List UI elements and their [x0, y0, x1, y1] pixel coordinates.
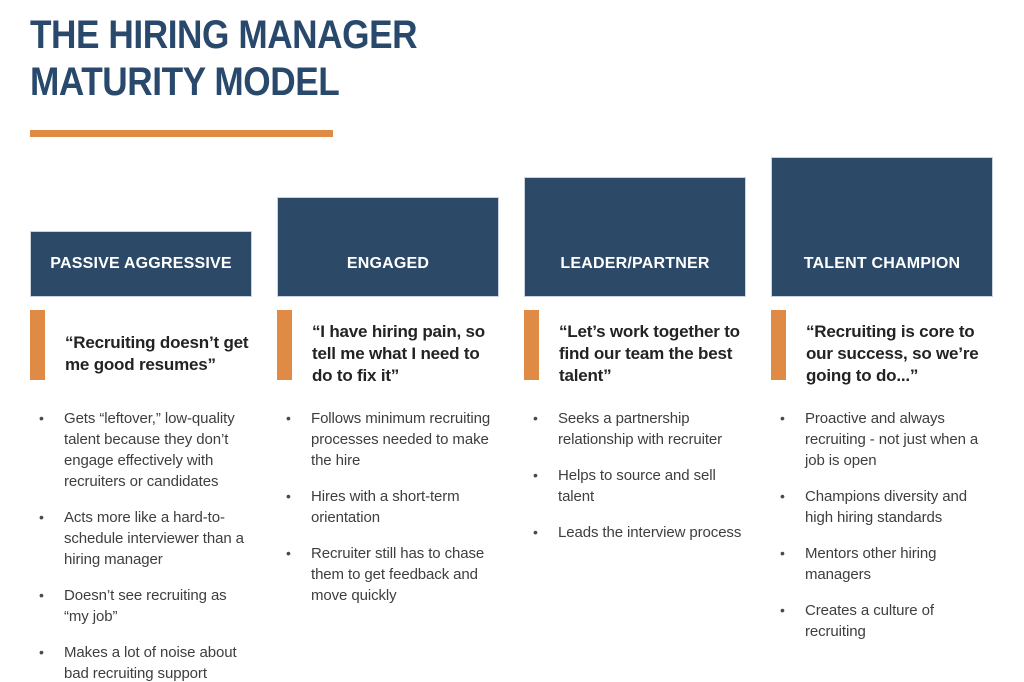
- stage-header-wrap: TALENT CHAMPION: [771, 157, 993, 297]
- stage-header-box: PASSIVE AGGRESSIVE: [30, 231, 252, 297]
- bullet-item: Acts more like a hard-to-schedule interv…: [30, 507, 252, 570]
- stage-quote-row: “Recruiting doesn’t get me good resumes”: [30, 310, 252, 398]
- bullet-item: Champions diversity and high hiring stan…: [771, 486, 993, 528]
- stage-bullet-list: Proactive and always recruiting - not ju…: [771, 408, 993, 642]
- maturity-column-passive-aggressive: PASSIVE AGGRESSIVE “Recruiting doesn’t g…: [30, 157, 252, 682]
- bullet-item: Follows minimum recruiting processes nee…: [277, 408, 499, 471]
- bullet-item: Hires with a short-term orientation: [277, 486, 499, 528]
- stage-header-wrap: ENGAGED: [277, 157, 499, 297]
- stage-quote-text: “Let’s work together to find our team th…: [559, 322, 740, 385]
- stage-header-box: ENGAGED: [277, 197, 499, 297]
- stage-bullet-list: Seeks a partnership relationship with re…: [524, 408, 746, 543]
- stage-header-wrap: LEADER/PARTNER: [524, 157, 746, 297]
- bullet-item: Helps to source and sell talent: [524, 465, 746, 507]
- stage-quote-text: “Recruiting doesn’t get me good resumes”: [65, 333, 249, 374]
- bullet-item: Gets “leftover,” low-quality talent beca…: [30, 408, 252, 492]
- stage-quote-row: “I have hiring pain, so tell me what I n…: [277, 310, 499, 398]
- stage-bullet-list: Gets “leftover,” low-quality talent beca…: [30, 408, 252, 682]
- stage-header-label: LEADER/PARTNER: [560, 255, 710, 272]
- stage-header-label: ENGAGED: [346, 255, 430, 272]
- maturity-column-engaged: ENGAGED “I have hiring pain, so tell me …: [277, 157, 499, 682]
- accent-bar: [524, 310, 539, 380]
- maturity-columns: PASSIVE AGGRESSIVE “Recruiting doesn’t g…: [30, 157, 993, 682]
- bullet-item: Seeks a partnership relationship with re…: [524, 408, 746, 450]
- stage-bullet-list: Follows minimum recruiting processes nee…: [277, 408, 499, 606]
- stage-header-label: TALENT CHAMPION: [803, 255, 961, 272]
- page-title-line2: MATURITY MODEL: [30, 60, 340, 104]
- bullet-item: Mentors other hiring managers: [771, 543, 993, 585]
- bullet-item: Leads the interview process: [524, 522, 746, 543]
- stage-quote-row: “Let’s work together to find our team th…: [524, 310, 746, 398]
- maturity-column-leader-partner: LEADER/PARTNER “Let’s work together to f…: [524, 157, 746, 682]
- page-title-line1: THE HIRING MANAGER: [30, 13, 418, 57]
- stage-header-box: TALENT CHAMPION: [771, 157, 993, 297]
- bullet-item: Creates a culture of recruiting: [771, 600, 993, 642]
- stage-header-label: PASSIVE AGGRESSIVE: [50, 255, 232, 272]
- maturity-column-talent-champion: TALENT CHAMPION “Recruiting is core to o…: [771, 157, 993, 682]
- stage-quote-text: “I have hiring pain, so tell me what I n…: [312, 322, 485, 385]
- accent-bar: [771, 310, 786, 380]
- accent-bar: [30, 310, 45, 380]
- stage-header-wrap: PASSIVE AGGRESSIVE: [30, 157, 252, 297]
- stage-quote-text: “Recruiting is core to our success, so w…: [806, 322, 979, 385]
- title-underline: [30, 130, 333, 137]
- stage-quote-row: “Recruiting is core to our success, so w…: [771, 310, 993, 398]
- bullet-item: Proactive and always recruiting - not ju…: [771, 408, 993, 471]
- bullet-item: Makes a lot of noise about bad recruitin…: [30, 642, 252, 682]
- stage-header-box: LEADER/PARTNER: [524, 177, 746, 297]
- bullet-item: Doesn’t see recruiting as “my job”: [30, 585, 252, 627]
- bullet-item: Recruiter still has to chase them to get…: [277, 543, 499, 606]
- accent-bar: [277, 310, 292, 380]
